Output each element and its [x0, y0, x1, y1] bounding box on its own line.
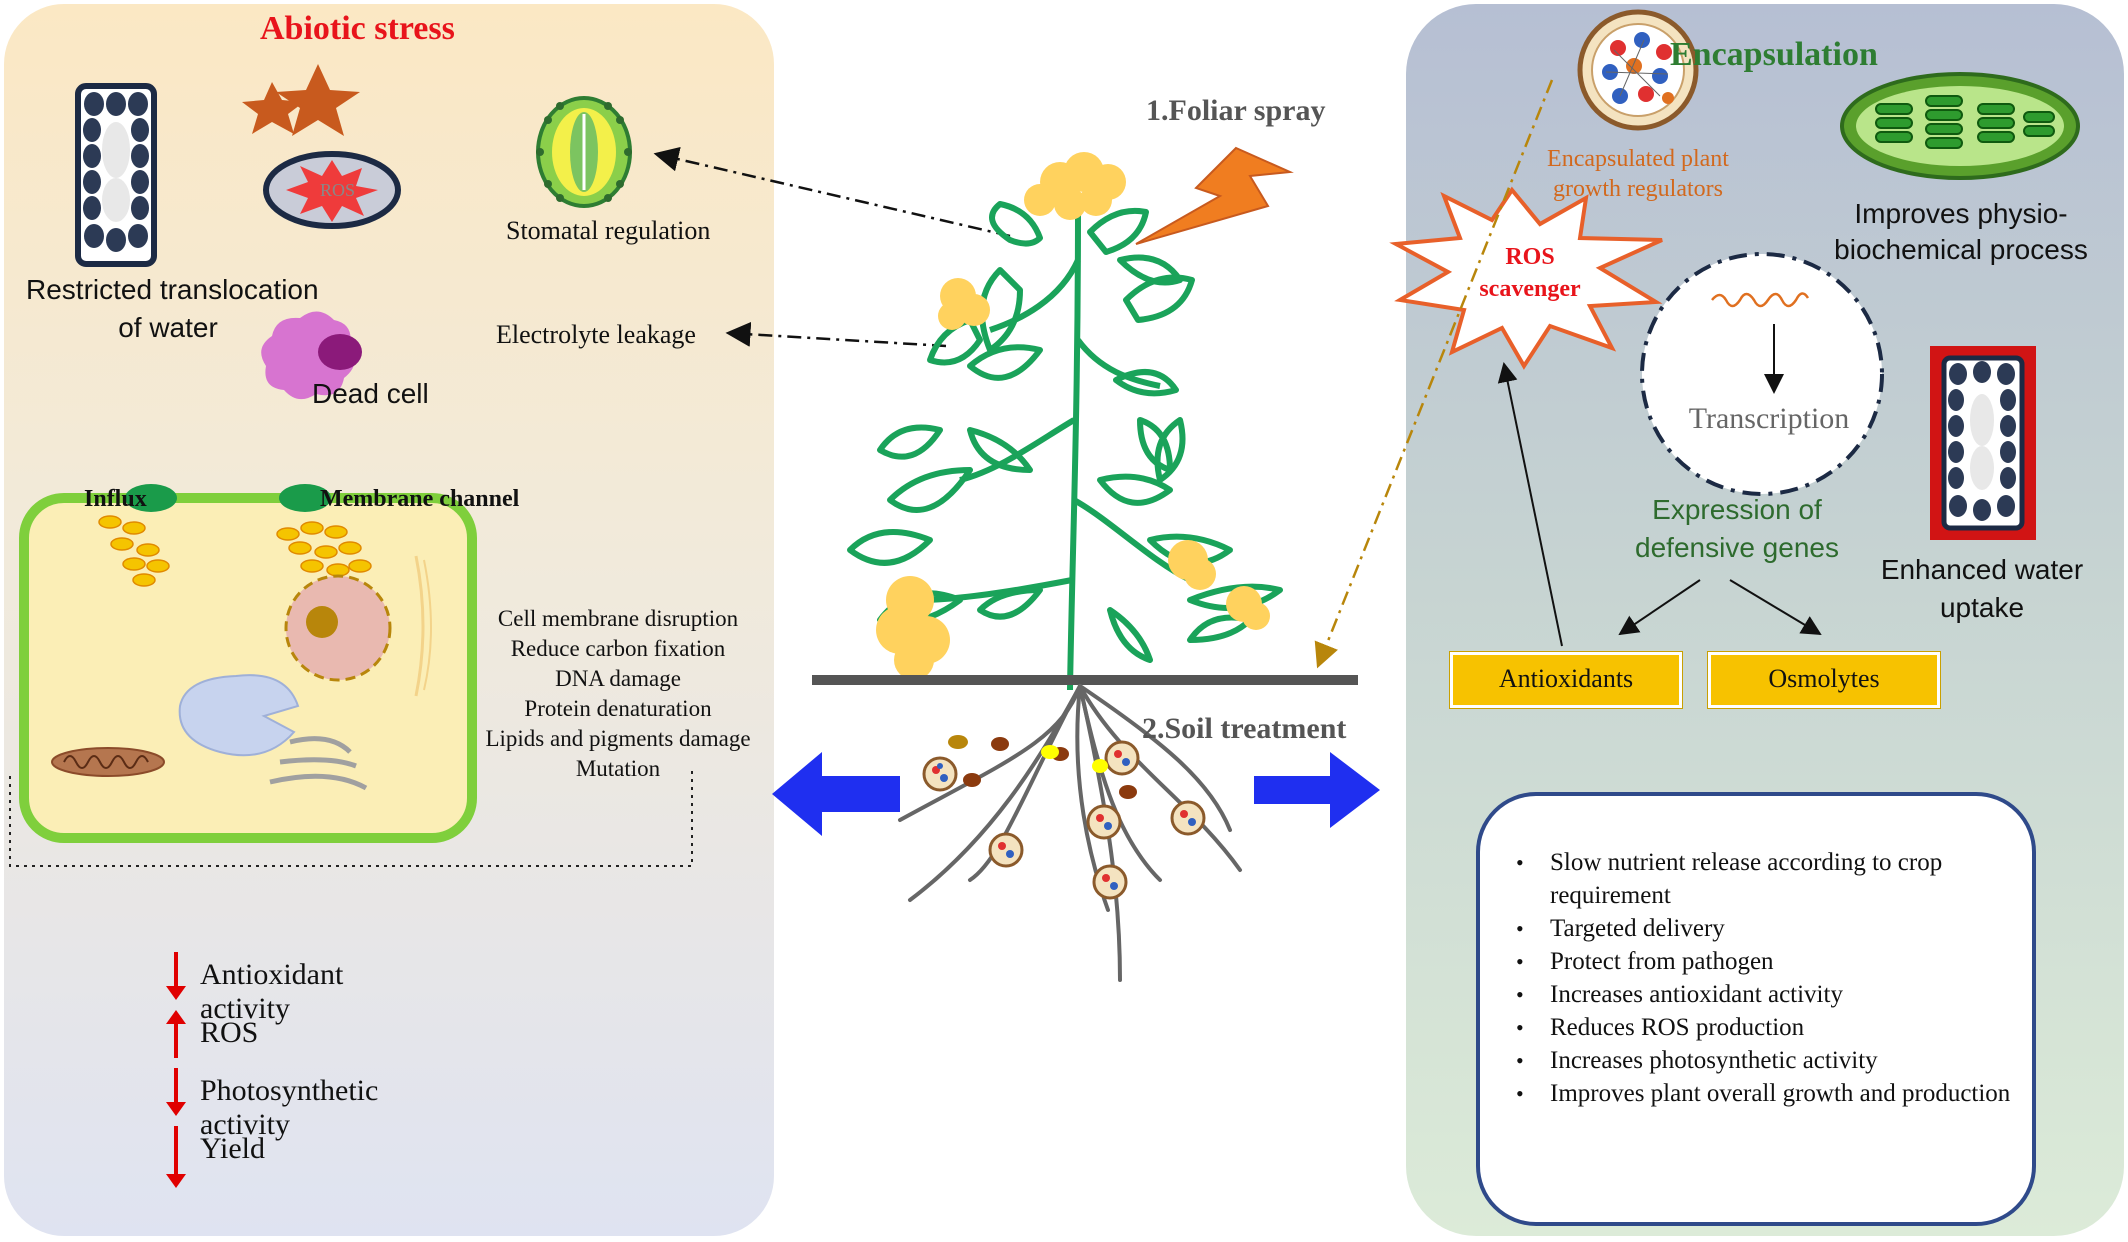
down-arrow-icon — [166, 1068, 186, 1116]
xylem-cell-icon — [75, 83, 157, 267]
benefits-list: Slow nutrient release according to crop … — [1516, 846, 2012, 1110]
list-item: Targeted delivery — [1516, 912, 2012, 945]
encapsulated-capsule-icon — [1577, 9, 1699, 131]
damage-item: Reduce carbon fixation — [510, 636, 726, 661]
effect-label: Yield — [200, 1132, 265, 1165]
damage-item: Cell membrane disruption — [497, 606, 739, 631]
ros-burst-icon — [263, 151, 401, 229]
effect-label: Photosynthetic activity — [200, 1074, 379, 1141]
enhanced-water-label-2: uptake — [1939, 592, 2025, 623]
down-arrow-icon — [166, 1126, 186, 1188]
list-item: Improves plant overall growth and produc… — [1516, 1077, 2012, 1110]
soil-treatment-label: 2.Soil treatment — [1142, 712, 1347, 745]
roots-icon — [898, 684, 1242, 982]
restricted-water-label-1: Restricted translocation — [26, 274, 319, 305]
restricted-water-label-2: of water — [118, 312, 218, 343]
antioxidants-box: Antioxidants — [1450, 652, 1682, 708]
list-item: Slow nutrient release according to crop … — [1516, 846, 2012, 912]
encapsulated-label-1: Encapsulated plant — [1547, 146, 1729, 172]
foliar-spray-label: 1.Foliar spray — [1146, 94, 1326, 127]
enhanced-water-label-1: Enhanced water — [1880, 554, 2084, 585]
stomatal-regulation-label: Stomatal regulation — [506, 216, 711, 245]
stress-stars-icon — [242, 64, 360, 136]
list-item: Protect from pathogen — [1516, 945, 2012, 978]
lightning-icon — [1135, 146, 1294, 245]
abiotic-stress-title: Abiotic stress — [260, 10, 455, 47]
plant-cell-icon — [19, 484, 477, 843]
ros-scavenger-label-1: ROS — [1505, 244, 1555, 270]
expression-label-2: defensive genes — [1635, 532, 1839, 563]
effect-label: Antioxidant activity — [200, 958, 344, 1025]
expression-label-1: Expression of — [1652, 494, 1822, 525]
flower-icon — [876, 152, 1270, 680]
damage-item: Protein denaturation — [524, 696, 712, 721]
dead-cell-label: Dead cell — [312, 378, 429, 409]
right-blue-arrow-icon — [1254, 752, 1380, 828]
membrane-channel-label: Membrane channel — [320, 486, 520, 512]
ros-scavenger-label-2: scavenger — [1479, 276, 1581, 302]
ros-oval-label: ROS — [320, 180, 356, 200]
stomata-icon — [536, 96, 632, 208]
damage-item: DNA damage — [555, 666, 681, 691]
up-arrow-icon — [166, 1010, 186, 1058]
left-blue-arrow-icon — [772, 752, 900, 836]
damage-item: Lipids and pigments damage — [485, 726, 751, 751]
transcription-label: Transcription — [1688, 402, 1850, 435]
electrolyte-leakage-label: Electrolyte leakage — [496, 320, 696, 349]
osmolytes-box: Osmolytes — [1708, 652, 1940, 708]
influx-label: Influx — [84, 486, 147, 512]
benefits-box: Slow nutrient release according to crop … — [1476, 792, 2036, 1226]
damage-item: Mutation — [575, 756, 661, 781]
chloroplast-icon — [1840, 72, 2080, 180]
list-item: Reduces ROS production — [1516, 1011, 2012, 1044]
improves-label-2: biochemical process — [1834, 234, 2088, 265]
list-item: Increases antioxidant activity — [1516, 978, 2012, 1011]
improves-label-1: Improves physio- — [1854, 198, 2068, 229]
dead-cell-icon — [261, 311, 362, 400]
dna-strand-icon — [1711, 292, 1810, 308]
transcription-circle — [1640, 252, 1884, 496]
ros-scavenger-burst-icon — [1389, 186, 1663, 370]
encapsulated-label-2: growth regulators — [1553, 176, 1723, 202]
encapsulation-title: Encapsulation — [1670, 36, 1878, 73]
list-item: Increases photosynthetic activity — [1516, 1044, 2012, 1077]
effect-label: ROS — [200, 1016, 259, 1049]
capsule-icon — [922, 735, 1206, 900]
enhanced-water-cell-icon — [1930, 346, 2036, 540]
down-arrow-icon — [166, 952, 186, 1000]
